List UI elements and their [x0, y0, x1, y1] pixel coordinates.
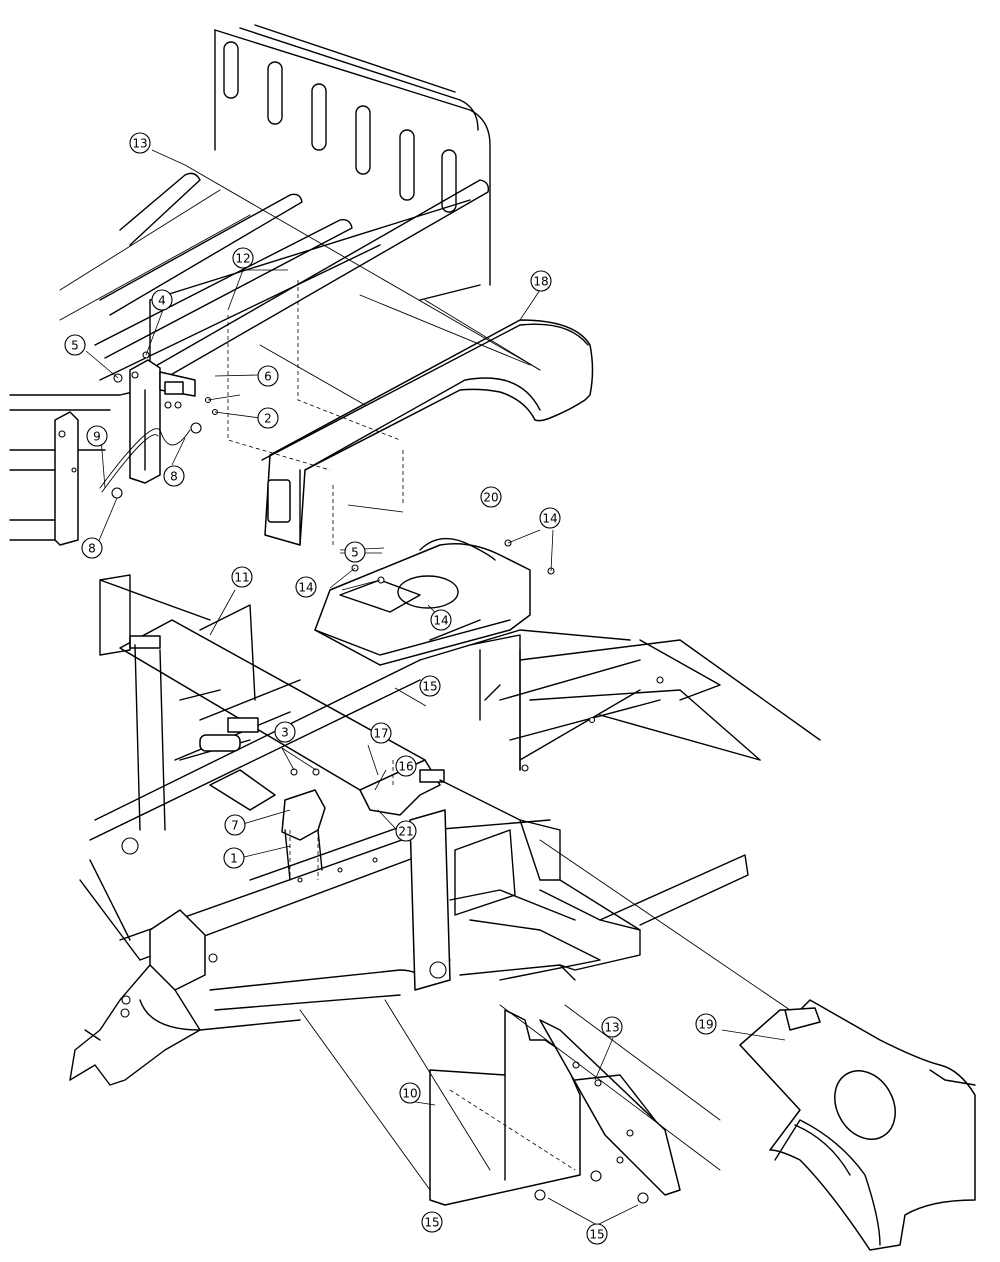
callout-number: 13: [132, 137, 147, 151]
callout-circle: [480, 486, 502, 508]
callout-circle: [224, 814, 246, 836]
callout-labels: 1234556788910111213131414141515151617181…: [64, 132, 717, 1245]
callout-circle: [257, 365, 279, 387]
callout-number: 8: [170, 470, 178, 484]
callout-circle: [86, 425, 108, 447]
callout-circle: [421, 1211, 443, 1233]
callout-circle: [370, 722, 392, 744]
callout-circle: [530, 270, 552, 292]
callout-1: 1: [223, 847, 245, 869]
callout-circle: [257, 407, 279, 429]
callout-3: 3: [274, 721, 296, 743]
callout-circle: [81, 537, 103, 559]
callout-number: 19: [698, 1018, 713, 1032]
callout-5: 5: [344, 541, 366, 563]
callout-circle: [395, 755, 417, 777]
callout-number: 9: [93, 430, 101, 444]
callout-9: 9: [86, 425, 108, 447]
callout-15: 15: [586, 1223, 608, 1245]
callout-number: 18: [533, 275, 548, 289]
callout-number: 2: [264, 412, 272, 426]
callout-number: 21: [398, 825, 413, 839]
callout-number: 8: [88, 542, 96, 556]
cover-plate-11: [119, 589, 445, 816]
callout-circle: [601, 1016, 623, 1038]
callout-number: 1: [230, 852, 238, 866]
callout-8: 8: [163, 465, 185, 487]
callout-13: 13: [129, 132, 151, 154]
console-20: [314, 529, 555, 666]
callout-4: 4: [151, 289, 173, 311]
alignment-lines: [184, 164, 791, 1191]
side-panel-10: [427, 1009, 681, 1228]
latch-bracket-assembly: [99, 351, 261, 499]
callout-13: 13: [601, 1016, 623, 1038]
callout-10: 10: [399, 1082, 421, 1104]
callout-5: 5: [64, 334, 86, 356]
callout-circle: [695, 1013, 717, 1035]
callout-circle: [129, 132, 151, 154]
callout-circle: [395, 820, 417, 842]
callout-16: 16: [395, 755, 417, 777]
callout-circle: [223, 847, 245, 869]
callout-circle: [163, 465, 185, 487]
callout-circle: [539, 507, 561, 529]
callout-20: 20: [480, 486, 502, 508]
callout-circle: [151, 289, 173, 311]
fender-18: [261, 289, 594, 546]
callout-number: 16: [398, 760, 413, 774]
callout-number: 15: [589, 1228, 604, 1242]
callout-number: 20: [483, 491, 498, 505]
callout-number: 5: [351, 546, 359, 560]
chassis-frame: [69, 574, 821, 1086]
callout-number: 14: [298, 581, 313, 595]
rear-fender-19: [739, 999, 976, 1251]
callout-number: 14: [433, 614, 448, 628]
callout-number: 10: [402, 1087, 417, 1101]
callout-number: 14: [542, 512, 557, 526]
callout-circle: [231, 566, 253, 588]
cargo-bed: [9, 24, 491, 546]
callout-8: 8: [81, 537, 103, 559]
callout-18: 18: [530, 270, 552, 292]
callout-number: 7: [231, 819, 239, 833]
callout-12: 12: [232, 247, 254, 269]
callout-circle: [430, 609, 452, 631]
callout-number: 15: [422, 680, 437, 694]
callout-2: 2: [257, 407, 279, 429]
callout-17: 17: [370, 722, 392, 744]
callout-number: 6: [264, 370, 272, 384]
callout-number: 13: [604, 1021, 619, 1035]
callout-6: 6: [257, 365, 279, 387]
callout-number: 3: [281, 726, 289, 740]
callout-number: 4: [158, 294, 166, 308]
callout-19: 19: [695, 1013, 717, 1035]
callout-circle: [274, 721, 296, 743]
callout-14: 14: [430, 609, 452, 631]
callout-circle: [295, 576, 317, 598]
callout-circle: [232, 247, 254, 269]
callout-14: 14: [295, 576, 317, 598]
callout-15: 15: [419, 675, 441, 697]
callout-number: 17: [373, 727, 388, 741]
callout-circle: [344, 541, 366, 563]
callout-circle: [399, 1082, 421, 1104]
callout-circle: [419, 675, 441, 697]
callout-number: 15: [424, 1216, 439, 1230]
callout-11: 11: [231, 566, 253, 588]
callout-number: 11: [234, 571, 249, 585]
callout-number: 5: [71, 339, 79, 353]
callout-number: 12: [235, 252, 250, 266]
callout-circle: [586, 1223, 608, 1245]
callout-21: 21: [395, 820, 417, 842]
callout-14: 14: [539, 507, 561, 529]
callout-circle: [64, 334, 86, 356]
callout-7: 7: [224, 814, 246, 836]
callout-15: 15: [421, 1211, 443, 1233]
